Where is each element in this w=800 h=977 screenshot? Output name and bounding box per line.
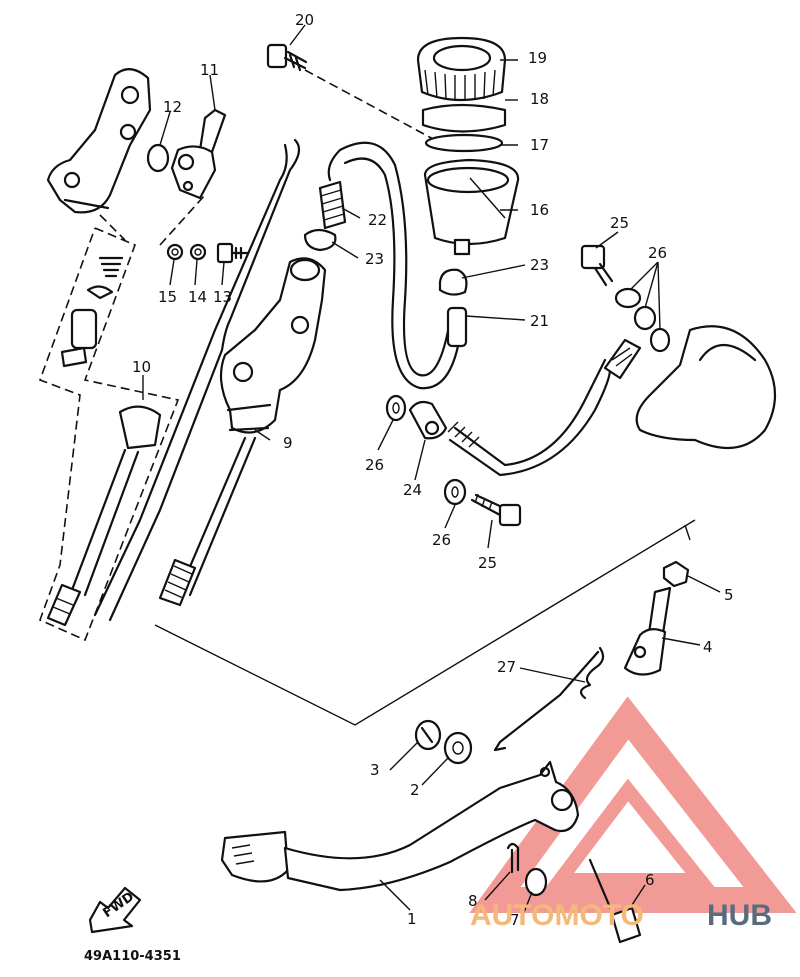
pedal-1 <box>220 760 580 892</box>
hose-21 <box>327 141 468 390</box>
diaphragm-18 <box>421 103 507 133</box>
callout-2: 2 <box>410 781 420 799</box>
callout-26-right: 26 <box>648 244 667 262</box>
screw-13 <box>216 242 250 264</box>
banjo-24 <box>408 400 448 440</box>
bolt-25-lower <box>470 493 522 527</box>
clevis-4 <box>623 586 672 676</box>
cylinder-body-top <box>46 68 152 214</box>
fitting-11 <box>170 108 227 200</box>
spring-27 <box>493 646 605 752</box>
callout-25-lower: 25 <box>478 554 497 572</box>
nut-5 <box>662 560 690 588</box>
callout-21: 21 <box>530 312 549 330</box>
callout-23-upper: 23 <box>530 256 549 274</box>
spring-kit <box>60 256 124 368</box>
washer-7 <box>524 867 548 897</box>
callout-10: 10 <box>132 358 151 376</box>
reservoir-body-16 <box>423 158 520 256</box>
cotter-pin-8 <box>506 842 520 874</box>
watermark-text-part1: AUTOMOTO <box>470 899 644 932</box>
bolt-25-upper <box>580 244 614 287</box>
callout-12: 12 <box>163 98 182 116</box>
callout-22: 22 <box>368 211 387 229</box>
callout-24: 24 <box>403 481 422 499</box>
callout-13: 13 <box>213 288 232 306</box>
callout-7: 7 <box>510 911 520 929</box>
ring-17 <box>424 133 504 153</box>
watermark-text-part2: HUB <box>707 899 772 932</box>
callout-23-lower: 23 <box>365 250 384 268</box>
callout-9: 9 <box>283 434 293 452</box>
reservoir-cap-19 <box>416 36 507 102</box>
callout-14: 14 <box>188 288 207 306</box>
callout-11: 11 <box>200 61 219 79</box>
group-outlines <box>38 69 696 726</box>
callout-19: 19 <box>528 49 547 67</box>
callout-5: 5 <box>724 586 734 604</box>
callout-27: 27 <box>497 658 516 676</box>
washers-26-right <box>614 287 671 353</box>
callout-26-left: 26 <box>365 456 384 474</box>
callout-1: 1 <box>407 910 417 928</box>
callout-20: 20 <box>295 11 314 29</box>
washer-2 <box>443 731 473 765</box>
clip-23-top <box>438 268 468 296</box>
pushrod-10 <box>46 405 162 627</box>
o-ring-12 <box>146 143 170 173</box>
callout-4: 4 <box>703 638 713 656</box>
callout-17: 17 <box>530 136 549 154</box>
callout-16: 16 <box>530 201 549 219</box>
washer-14 <box>189 243 207 261</box>
caliper <box>635 325 776 450</box>
caliper-fitting <box>603 338 642 380</box>
watermark-text: AUTOMOTO HUB <box>470 899 772 932</box>
diagram-code: 49A110-4351 <box>84 949 181 964</box>
callout-15: 15 <box>158 288 177 306</box>
fwd-arrow: FWD <box>88 886 142 934</box>
callout-25-upper: 25 <box>610 214 629 232</box>
callout-8: 8 <box>468 892 478 910</box>
bolt-20 <box>266 43 308 72</box>
circlip-3 <box>414 719 442 751</box>
clip-23-lower <box>303 228 337 252</box>
washer-26-mid <box>443 478 467 506</box>
pin-6 <box>588 858 642 944</box>
callout-numbers: 1 2 3 4 5 6 7 8 9 10 11 12 13 14 15 16 1… <box>132 11 734 929</box>
callout-6: 6 <box>645 871 655 889</box>
washer-26-left <box>385 394 407 422</box>
callout-3: 3 <box>370 761 380 779</box>
master-cylinder-9 <box>158 257 327 607</box>
hose-end-22 <box>318 180 347 230</box>
callout-26-lower: 26 <box>432 531 451 549</box>
callout-18: 18 <box>530 90 549 108</box>
washer-15 <box>166 243 184 261</box>
frame-outline <box>93 138 301 622</box>
leader-lines <box>142 24 721 916</box>
brake-hose <box>447 358 612 477</box>
